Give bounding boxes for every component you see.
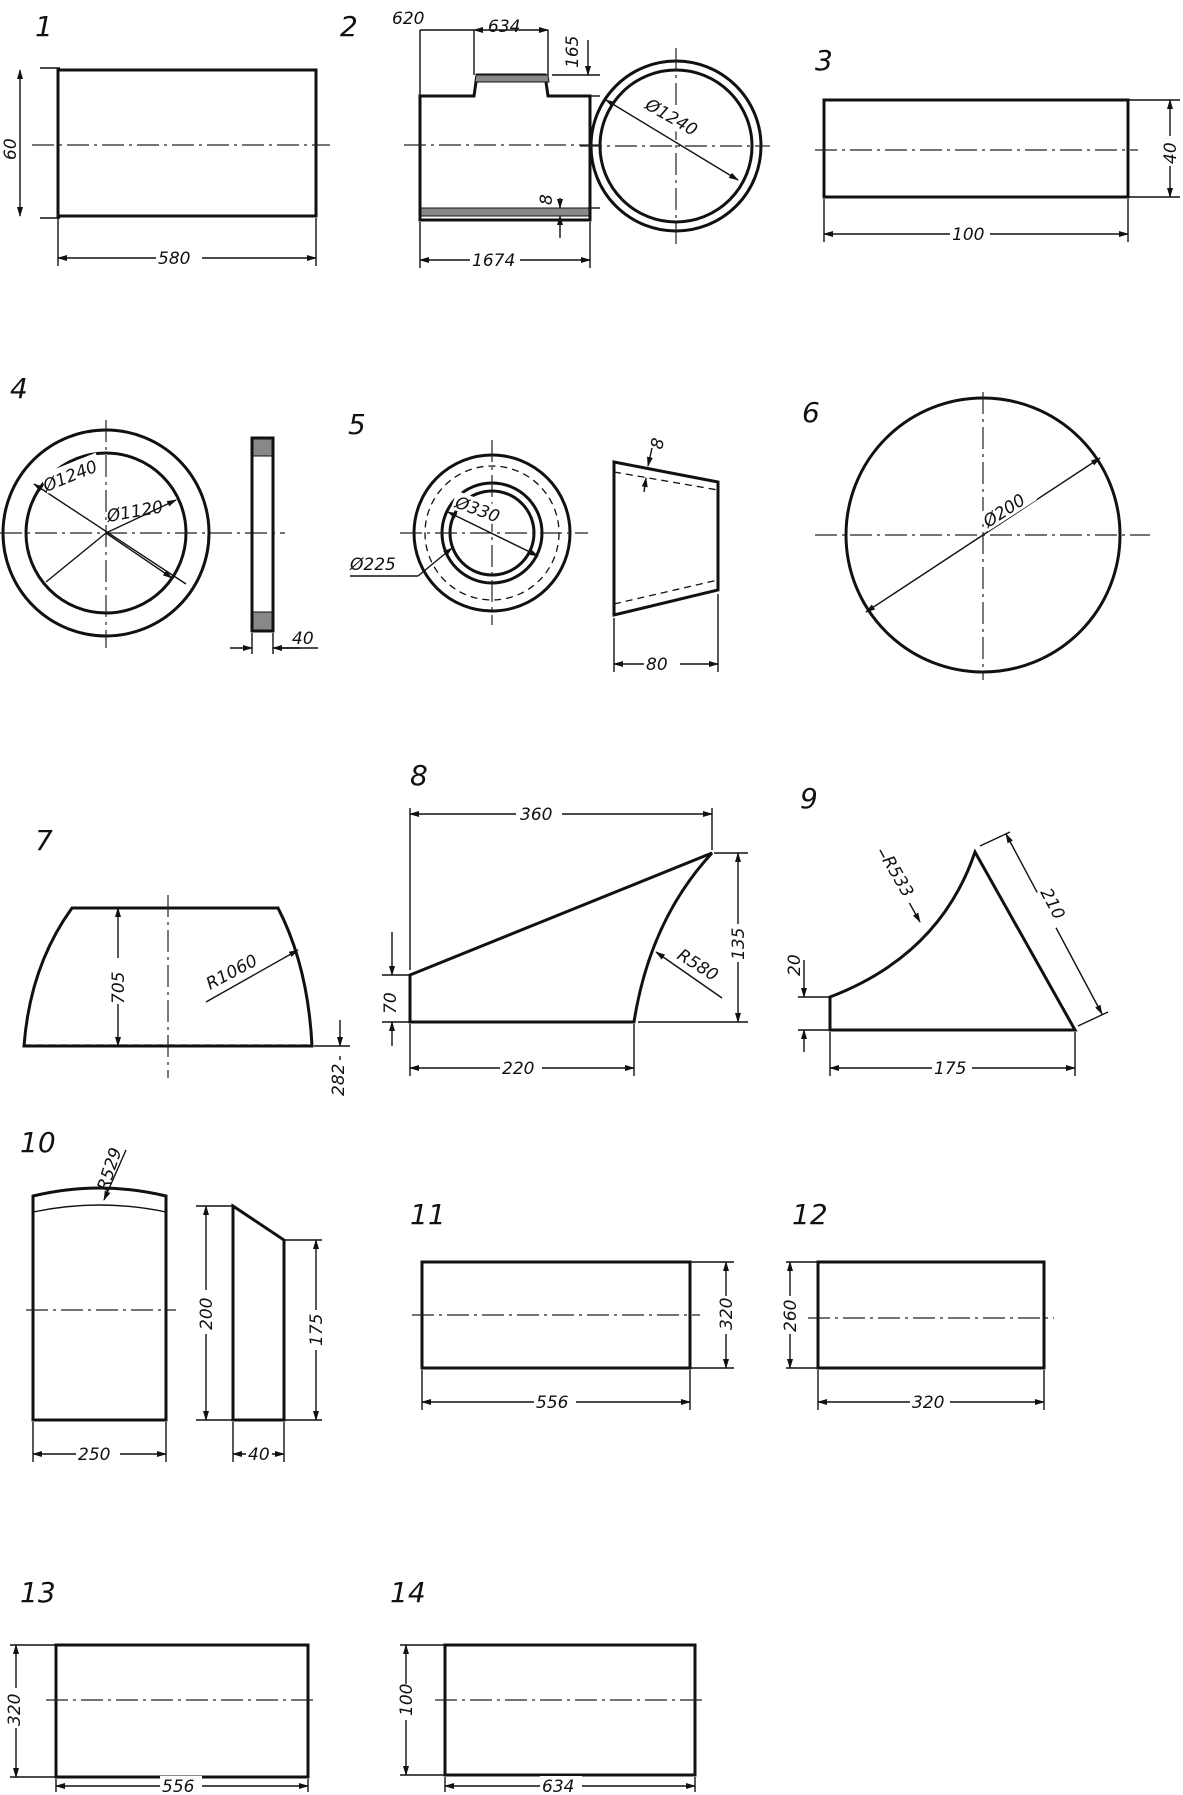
dim-length: 556 xyxy=(162,1777,195,1795)
dim-radius: R580 xyxy=(673,945,721,985)
dim-slot-depth: 165 xyxy=(563,36,583,68)
dim-length: 100 xyxy=(952,225,984,245)
dim-width: 40 xyxy=(292,629,314,649)
dim-length: 80 xyxy=(646,655,668,675)
dim-left-height: 20 xyxy=(785,954,805,976)
dim-inner: Ø1120 xyxy=(104,497,164,527)
dim-height: 320 xyxy=(5,1694,25,1726)
dim-bottom: 220 xyxy=(502,1059,534,1079)
figure-number: 4 xyxy=(10,372,28,405)
figure-number: 6 xyxy=(802,396,820,429)
dim-bottom: 175 xyxy=(934,1059,966,1079)
figure-2: 2 620 634 165 8 1674 Ø1240 xyxy=(340,9,770,271)
dim-height: 100 xyxy=(397,1684,417,1716)
figure-9: 9 R533 210 20 175 xyxy=(785,782,1109,1079)
dim-wall: 8 xyxy=(537,194,557,205)
figure-number: 8 xyxy=(410,759,428,792)
dim-outer: Ø225 xyxy=(349,555,396,575)
figure-number: 1 xyxy=(35,10,53,43)
figure-11: 11 320 556 xyxy=(410,1198,738,1413)
figure-5: 5 Ø330 Ø225 8 80 xyxy=(348,408,720,675)
dim-inner: Ø330 xyxy=(451,493,502,528)
figure-7: 7 705 R1060 282 xyxy=(22,824,350,1096)
figure-12: 12 260 320 xyxy=(780,1198,1054,1413)
dim-height: 60 xyxy=(1,138,21,160)
figure-number: 14 xyxy=(390,1576,426,1609)
dim-top-left: 620 xyxy=(392,9,424,29)
dim-top: 360 xyxy=(520,805,552,825)
dim-diameter: Ø200 xyxy=(979,490,1029,532)
dim-right-height: 135 xyxy=(729,928,749,960)
dim-length: 634 xyxy=(542,1777,574,1795)
figure-4: 4 Ø1240 Ø1120 40 xyxy=(0,372,318,654)
figure-6: 6 Ø200 xyxy=(802,392,1150,680)
figure-number: 11 xyxy=(410,1198,446,1231)
figure-10: 10 R529 250 200 175 40 xyxy=(20,1126,328,1465)
figure-8: 8 360 70 135 R580 220 xyxy=(381,759,750,1079)
dim-height: 320 xyxy=(717,1298,737,1330)
dim-radius: R529 xyxy=(94,1145,127,1193)
dim-radius: R533 xyxy=(878,853,917,901)
dim-length: 320 xyxy=(912,1393,944,1413)
figure-13: 13 320 556 xyxy=(4,1576,318,1795)
figure-number: 12 xyxy=(792,1198,828,1231)
dim-thickness: 40 xyxy=(248,1445,270,1465)
dim-height: 705 xyxy=(109,972,129,1004)
figure-number: 2 xyxy=(340,10,358,43)
dim-height: 260 xyxy=(781,1300,801,1332)
dim-diameter: Ø1240 xyxy=(641,95,701,141)
figure-number: 7 xyxy=(35,824,53,857)
figure-number: 10 xyxy=(20,1126,56,1159)
dim-wall: 8 xyxy=(647,436,669,451)
figure-number: 5 xyxy=(348,408,366,441)
dim-offset: 282 xyxy=(329,1064,349,1096)
dim-right-height: 175 xyxy=(307,1314,327,1346)
figure-1: 1 60 580 xyxy=(1,10,330,269)
dim-left-height: 70 xyxy=(381,992,401,1014)
dim-height: 200 xyxy=(197,1298,217,1330)
dim-length: 580 xyxy=(158,249,190,269)
figure-14: 14 100 634 xyxy=(390,1576,705,1795)
figure-number: 9 xyxy=(800,782,818,815)
dim-length: 556 xyxy=(536,1393,569,1413)
figure-number: 13 xyxy=(20,1576,56,1609)
dim-length: 1674 xyxy=(472,251,515,271)
figure-3: 3 40 100 xyxy=(815,44,1181,245)
dim-height: 40 xyxy=(1161,142,1181,164)
figure-number: 3 xyxy=(815,44,833,77)
dim-width: 250 xyxy=(78,1445,110,1465)
dim-slot: 634 xyxy=(488,17,520,37)
